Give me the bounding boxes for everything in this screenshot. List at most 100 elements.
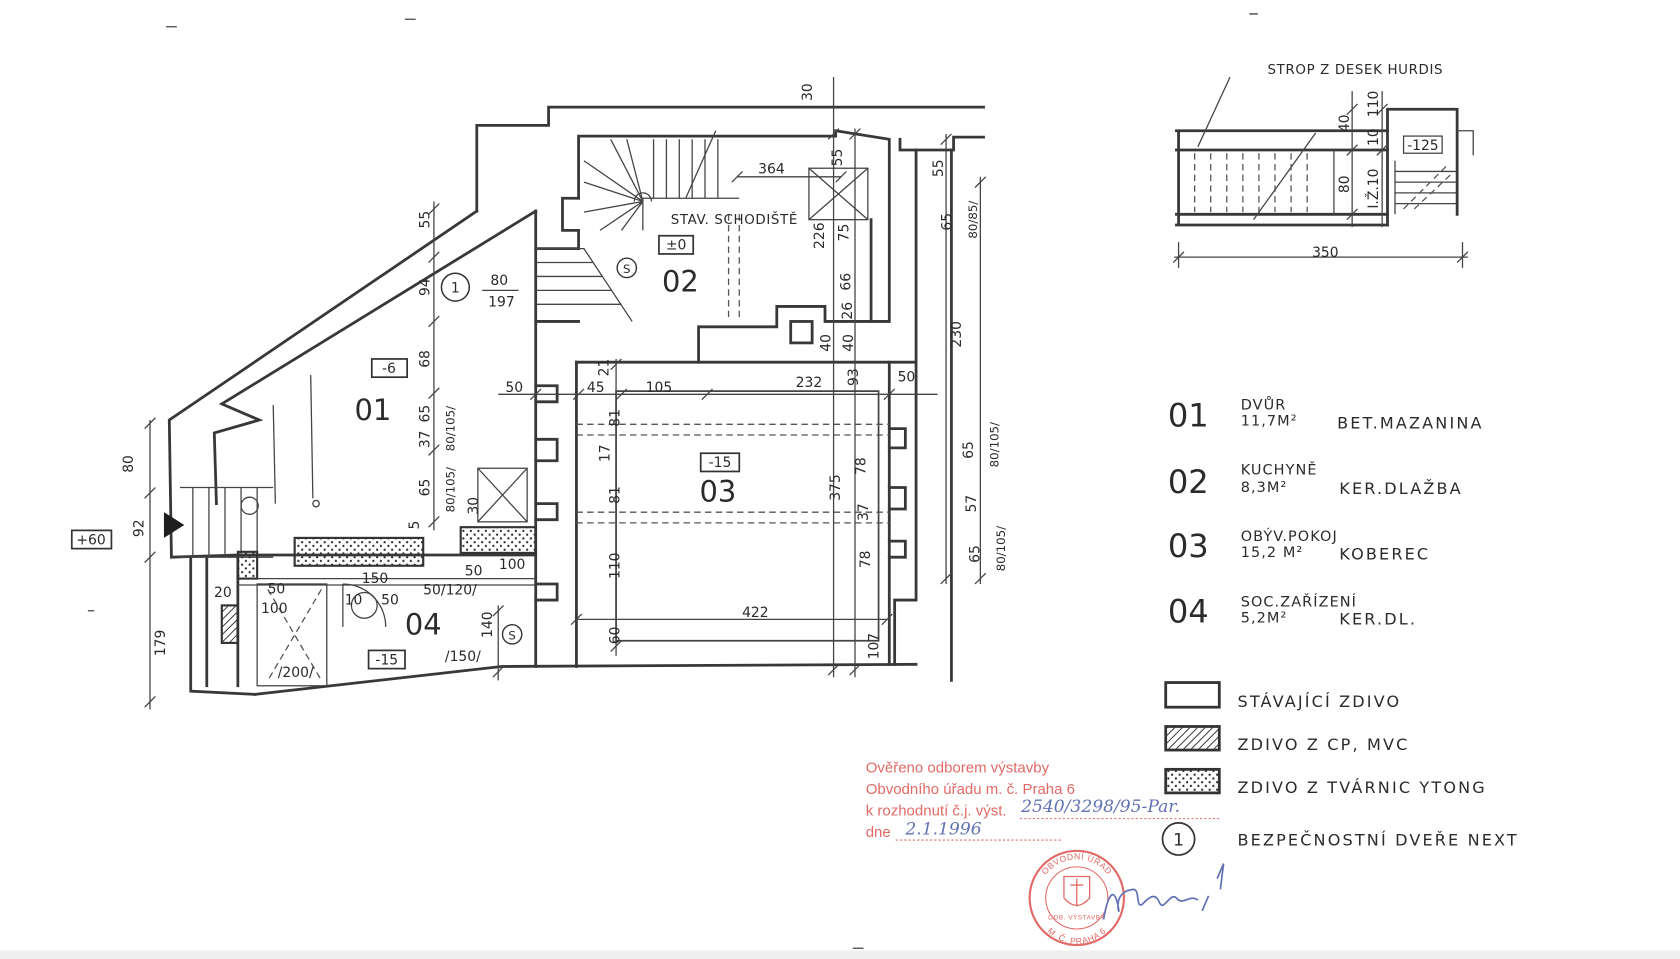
legend-swatch-ytong: [1164, 767, 1221, 795]
legend-room-finish: KER.DL.: [1339, 610, 1417, 629]
dim-label: 80/105/: [988, 422, 1002, 467]
legend-room-area: 8,3M²: [1241, 480, 1288, 496]
dimension-lines: [144, 77, 987, 710]
dim-label: 65: [967, 545, 983, 563]
legend-room-area: 5,2M²: [1241, 611, 1288, 627]
dim-label: 100: [261, 601, 288, 617]
legend-room-02: 02 KUCHYNĚ 8,3M² KER.DLAŽBA: [1168, 462, 1462, 501]
dim-label: 17: [598, 444, 614, 462]
legend-room-number: 03: [1168, 527, 1209, 565]
legend-swatch-existing: [1164, 681, 1221, 709]
cleanout-circle: [501, 623, 523, 645]
dim-label: 80: [121, 455, 137, 473]
dim-label: 40: [841, 334, 857, 352]
dim-label: 80/105/: [443, 467, 457, 512]
dim-label: 100: [499, 557, 526, 573]
level-entrance: +60: [76, 532, 105, 548]
dim-label: 50/120/: [423, 583, 477, 599]
inset-dim: 10: [1366, 128, 1382, 146]
legend: 01 DVŮR 11,7M² BET.MAZANINA 02 KUCHYNĚ 8…: [1161, 395, 1517, 856]
legend-material-label: ZDIVO Z CP, MVC: [1238, 735, 1410, 754]
dim-label: 107: [867, 633, 883, 660]
door-mark-circle: [440, 272, 471, 302]
cleanout-mark: S: [623, 262, 630, 276]
dim-label: 78: [854, 457, 870, 475]
level-room-04: -15: [375, 652, 398, 668]
dim-label: 50: [898, 369, 916, 385]
legend-room-name: SOC.ZAŘÍZENÍ: [1241, 592, 1357, 610]
room-number-03: 03: [699, 474, 736, 508]
scan-marks: [87, 13, 1258, 949]
legend-room-name: KUCHYNĚ: [1241, 462, 1318, 479]
inset-width: 350: [1312, 245, 1339, 261]
dim-label: 65: [961, 441, 977, 459]
dim-label: 66: [839, 273, 855, 291]
dim-label: 75: [837, 224, 853, 242]
dim-label: 78: [858, 550, 874, 568]
coat-of-arms-icon: [1063, 875, 1091, 907]
dim-label: 50: [465, 563, 483, 579]
legend-room-name: OBÝV.POKOJ: [1241, 527, 1338, 545]
dim-label: 94: [418, 278, 434, 296]
signature: [1102, 863, 1225, 920]
legend-room-03: 03 OBÝV.POKOJ 15,2 M² KOBEREC: [1168, 527, 1428, 565]
door-mark: 1: [451, 281, 460, 297]
stamp-line: k rozhodnutí č.j. výst.: [866, 802, 1007, 819]
cleanout-circle: [616, 257, 638, 279]
dim-label: 57: [964, 495, 980, 513]
dim-label: 37: [418, 430, 434, 448]
floor-plan: 01 02 03 04 -6 ±0 -15 -15 +60 STAV. SCHO…: [70, 77, 1008, 710]
dim-label: 55: [931, 159, 947, 177]
dim-label: 81: [607, 486, 623, 504]
legend-material-label: ZDIVO Z TVÁRNIC YTONG: [1238, 778, 1487, 797]
stamp-date: 2.1.1996: [904, 820, 981, 840]
dim-label: /200/: [278, 665, 314, 681]
dim-label: 375: [828, 474, 844, 501]
dim-label: 20: [214, 585, 232, 601]
brick-wall: [220, 604, 239, 644]
inset-dim: 80: [1337, 175, 1353, 193]
seal-middle-text: ODB. VÝSTAVBY: [1048, 912, 1105, 921]
inset-dim: I.Ž.10: [1364, 168, 1382, 208]
dim-label: 65: [418, 479, 434, 497]
legend-room-finish: KER.DLAŽBA: [1339, 479, 1462, 498]
stamp-line: Obvodního úřadu m. č. Praha 6: [866, 781, 1075, 798]
door-height: 197: [488, 294, 515, 310]
dim-label: 93: [846, 368, 862, 386]
dim-label: 80/105/: [443, 406, 457, 451]
level-marks: -6 ±0 -15 -15 +60: [70, 234, 741, 670]
legend-room-area: 11,7M²: [1241, 413, 1298, 429]
level-room-03: -15: [709, 455, 732, 471]
stamp-ref-number: 2540/3298/95-Par.: [1020, 797, 1180, 817]
dim-label: 105: [646, 380, 673, 396]
interior-lines: [180, 130, 880, 687]
seal-top-text: OBVODNÍ ÚŘAD: [1039, 851, 1114, 876]
inset-dim: 110: [1366, 91, 1382, 118]
dim-label: 55: [830, 149, 846, 167]
dim-label: 80/105/: [994, 526, 1008, 571]
dim-label: 50: [381, 592, 399, 608]
dim-label: 226: [812, 222, 828, 249]
ytong-walls: [236, 526, 537, 580]
hidden-lines: [267, 214, 890, 681]
stamp-line: dne: [866, 824, 891, 841]
legend-room-area: 15,2 M²: [1241, 545, 1304, 561]
dim-label: 65: [418, 405, 434, 423]
dim-label: 21: [597, 359, 613, 377]
legend-room-name: DVŮR: [1241, 395, 1287, 413]
legend-door-circle: [1161, 822, 1196, 856]
level-room-02: ±0: [666, 238, 686, 254]
dim-label: 81: [607, 409, 623, 427]
legend-room-04: 04 SOC.ZAŘÍZENÍ 5,2M² KER.DL.: [1168, 592, 1417, 631]
room-number-04: 04: [405, 607, 442, 641]
dim-label: 5: [407, 521, 423, 530]
scan-edge: [0, 950, 1680, 959]
legend-room-finish: BET.MAZANINA: [1337, 414, 1483, 433]
dim-label: 150: [362, 571, 389, 587]
dim-label: 68: [418, 350, 434, 368]
entrance-arrow-icon: [163, 512, 185, 538]
legend-room-number: 04: [1168, 593, 1209, 631]
legend-room-01: 01 DVŮR 11,7M² BET.MAZANINA: [1168, 395, 1483, 434]
dim-label: 50: [505, 380, 523, 396]
